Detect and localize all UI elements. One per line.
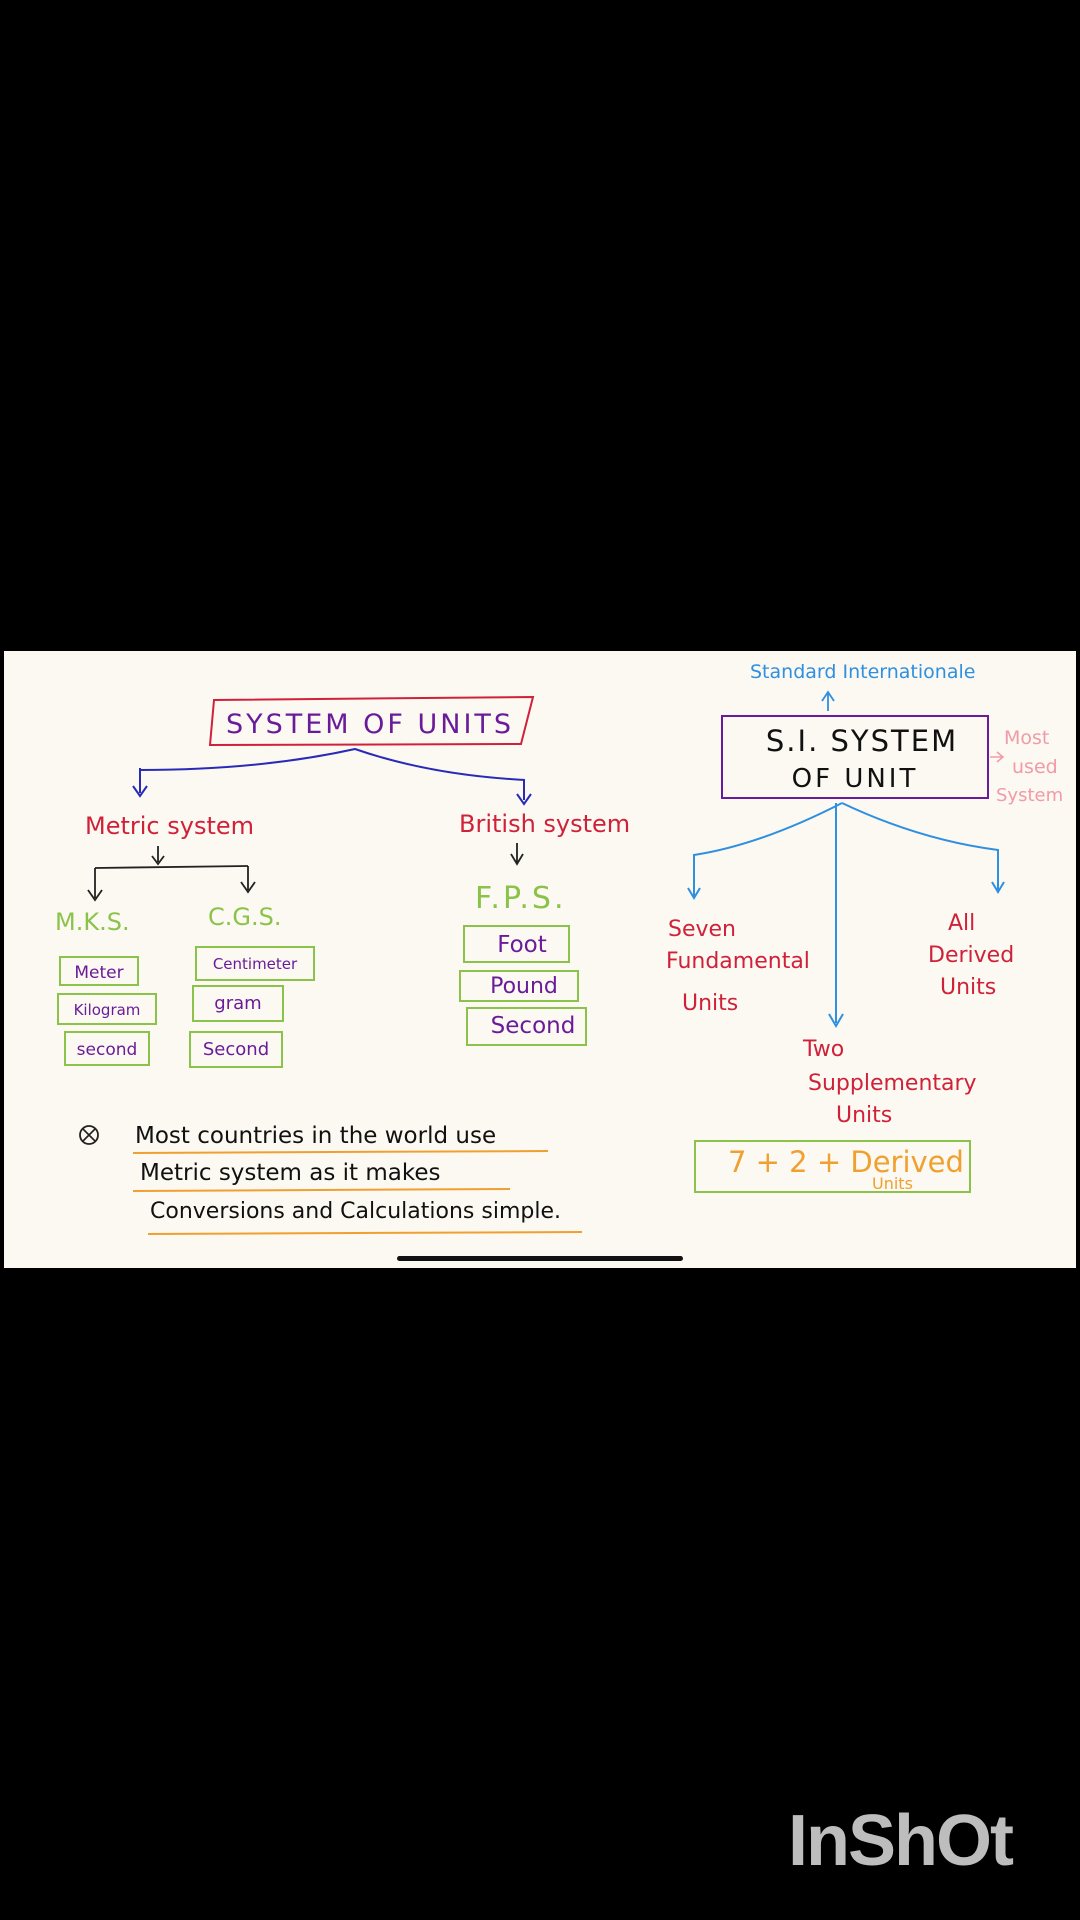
- note-line-3: Conversions and Calculations simple.: [150, 1199, 561, 1224]
- derived-units-line-1: All: [948, 911, 975, 936]
- title-frame: [208, 695, 535, 747]
- cgs-item-gram: gram: [214, 993, 261, 1014]
- fps-item-foot: Foot: [497, 932, 547, 958]
- fps-box-second: [466, 1007, 587, 1046]
- si-up-arrow: [821, 690, 835, 711]
- si-branch-right-head: [991, 881, 1005, 894]
- cgs-box-second: [189, 1031, 283, 1068]
- note-underline-1: [132, 1150, 549, 1154]
- fps-item-second: Second: [491, 1013, 576, 1039]
- mks-item-second: second: [77, 1040, 138, 1060]
- supplementary-units-line-1: Two: [802, 1037, 844, 1062]
- si-box-line-2: OF UNIT: [792, 764, 919, 794]
- cgs-box-centimeter: [195, 946, 315, 981]
- si-box: [721, 715, 989, 799]
- seven-units-line-2: Fundamental: [666, 949, 810, 974]
- mks-box-second: [64, 1031, 150, 1066]
- supplementary-units-line-2: Supplementary: [808, 1071, 977, 1096]
- cgs-box-gram: [192, 985, 284, 1022]
- side-note-line-2: used: [1012, 756, 1058, 778]
- fps-box-pound: [459, 970, 579, 1002]
- page-title: SYSTEM OF UNITS: [226, 709, 514, 740]
- si-branch-left-head: [687, 887, 701, 900]
- formula-text: 7 + 2 + Derived: [728, 1145, 964, 1179]
- home-indicator: [397, 1256, 683, 1261]
- note-underline-3: [147, 1231, 583, 1235]
- mks-item-kilogram: Kilogram: [74, 1001, 141, 1019]
- arrow-to-cgs: [240, 866, 256, 894]
- mks-box-meter: [59, 956, 139, 986]
- arrow-to-mks: [87, 868, 103, 902]
- supplementary-units-line-3: Units: [836, 1103, 892, 1128]
- metric-down-arrow: [151, 846, 165, 866]
- mks-box-kilogram: [57, 993, 157, 1025]
- side-note-arrow: [990, 751, 1005, 763]
- si-branch-right: [841, 802, 999, 890]
- si-box-line-1: S.I. SYSTEM: [766, 724, 958, 758]
- seven-units-line-3: Units: [682, 991, 738, 1016]
- side-note-line-1: Most: [1004, 727, 1049, 749]
- fps-label: F.P.S.: [475, 881, 567, 916]
- standard-internationale-label: Standard Internationale: [750, 661, 975, 683]
- mks-item-meter: Meter: [74, 963, 123, 983]
- si-branch-left: [693, 802, 843, 896]
- whiteboard: [4, 651, 1076, 1268]
- note-line-2: Metric system as it makes: [140, 1160, 441, 1186]
- side-note-line-3: System: [996, 785, 1063, 806]
- formula-units-text: Units: [872, 1174, 913, 1193]
- cgs-label: C.G.S.: [208, 903, 281, 931]
- note-underline-2: [132, 1188, 511, 1192]
- arrow-to-metric-head: [132, 785, 148, 798]
- note-line-1: Most countries in the world use: [135, 1123, 496, 1149]
- mks-label: M.K.S.: [55, 908, 130, 936]
- formula-box: [694, 1140, 971, 1193]
- metric-split-line: [94, 865, 249, 869]
- note-bullet-icon: [79, 1125, 99, 1145]
- arrow-to-british-head: [516, 793, 532, 806]
- british-system-label: British system: [459, 810, 630, 838]
- metric-system-label: Metric system: [85, 812, 254, 840]
- british-down-arrow: [510, 843, 524, 866]
- derived-units-line-2: Derived: [928, 943, 1014, 968]
- cgs-item-second: Second: [203, 1039, 269, 1060]
- derived-units-line-3: Units: [940, 975, 996, 1000]
- si-branch-center-head: [828, 1013, 844, 1028]
- fps-item-pound: Pound: [490, 974, 558, 999]
- title-branch-curve: [139, 747, 526, 781]
- cgs-item-centimeter: Centimeter: [213, 955, 298, 973]
- inshot-watermark: InShOt: [788, 1801, 1014, 1881]
- fps-box-foot: [463, 925, 570, 963]
- seven-units-line-1: Seven: [668, 917, 736, 942]
